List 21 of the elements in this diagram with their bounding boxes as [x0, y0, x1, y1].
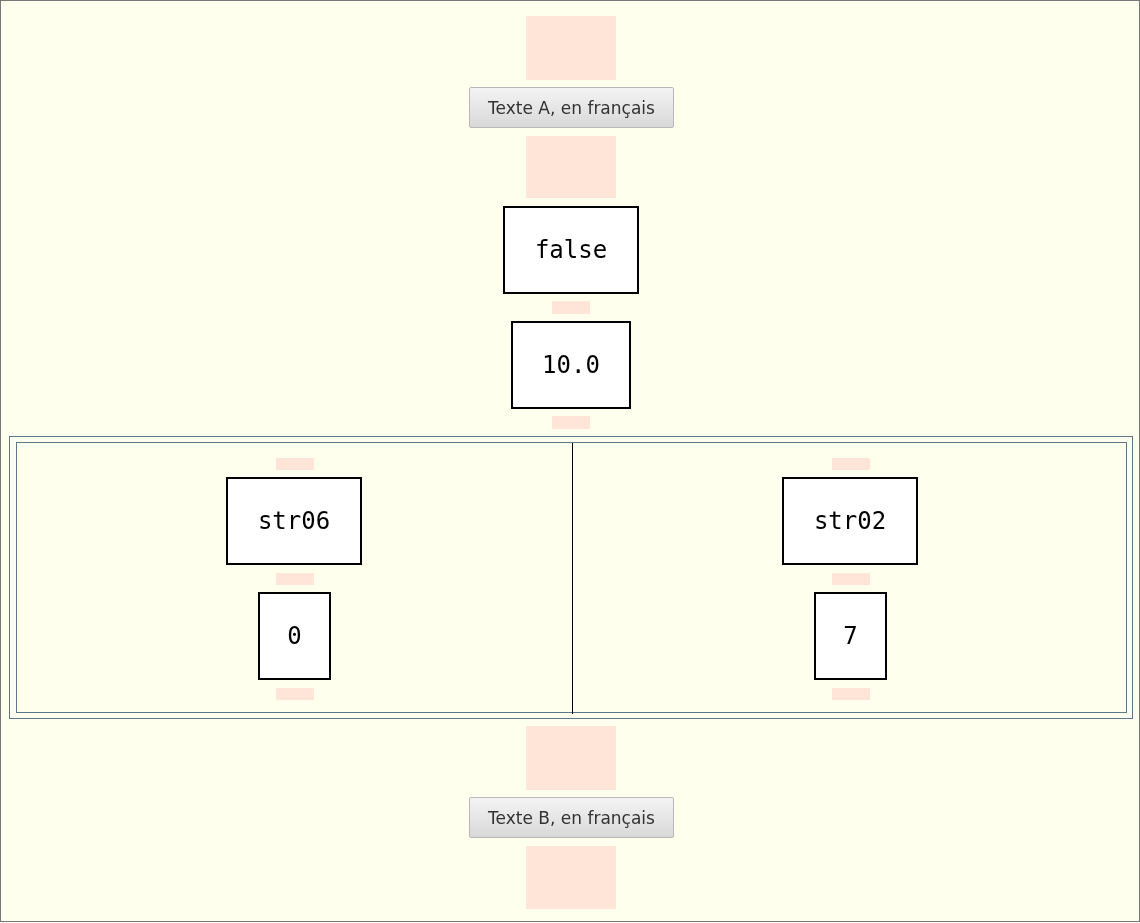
value-box: 0 [258, 592, 331, 680]
value-box: 10.0 [511, 321, 631, 409]
spacer-block [552, 301, 590, 314]
spacer-block [832, 688, 870, 700]
spacer-block [526, 16, 616, 80]
spacer-block [276, 688, 314, 700]
text-button: Texte B, en français [469, 797, 674, 838]
split-panel [9, 436, 1133, 719]
value-box: str02 [782, 477, 918, 565]
value-box: false [503, 206, 639, 294]
value-box: 7 [814, 592, 887, 680]
spacer-block [552, 416, 590, 429]
value-box: str06 [226, 477, 362, 565]
spacer-block [832, 573, 870, 585]
spacer-block [276, 573, 314, 585]
spacer-block [526, 726, 616, 790]
spacer-block [276, 458, 314, 470]
spacer-block [526, 846, 616, 909]
spacer-block [832, 458, 870, 470]
spacer-block [526, 136, 616, 198]
text-button: Texte A, en français [469, 87, 674, 128]
